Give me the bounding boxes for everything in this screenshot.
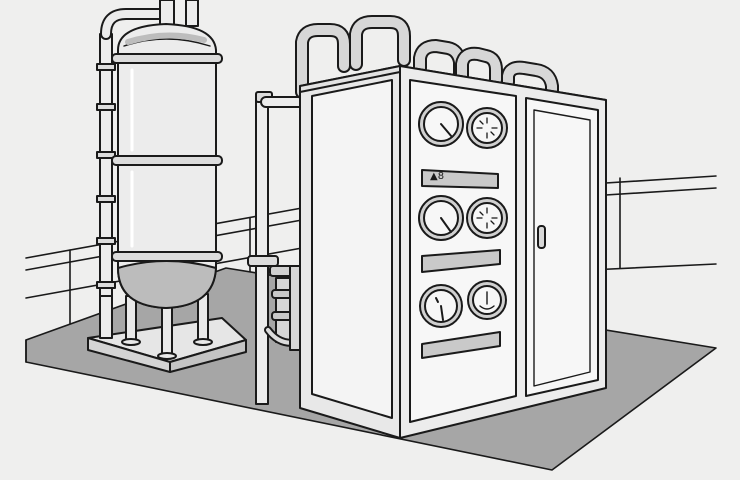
cabinet-side	[299, 65, 401, 439]
gauge-panel	[418, 101, 508, 359]
manifold-pipes	[247, 91, 310, 405]
vertical-tank	[111, 23, 223, 309]
cabinet-right-door	[525, 97, 599, 397]
dial-gauge-icon	[466, 197, 508, 239]
dial-gauge-icon	[467, 280, 507, 320]
pressure-gauge-icon	[418, 101, 464, 147]
pressure-gauge-icon	[419, 284, 463, 328]
tank-side-pipe	[96, 8, 166, 339]
door-handle	[537, 225, 546, 249]
panel-label-text: ▲8	[430, 171, 445, 182]
pressure-gauge-icon	[418, 195, 464, 241]
tank-legs	[121, 293, 213, 360]
panel-label-strip	[421, 331, 501, 359]
cabinet-top-pipes	[295, 15, 559, 99]
dial-gauge-icon	[466, 107, 508, 149]
panel-label-strip	[421, 169, 499, 189]
panel-label-strip	[421, 249, 501, 273]
